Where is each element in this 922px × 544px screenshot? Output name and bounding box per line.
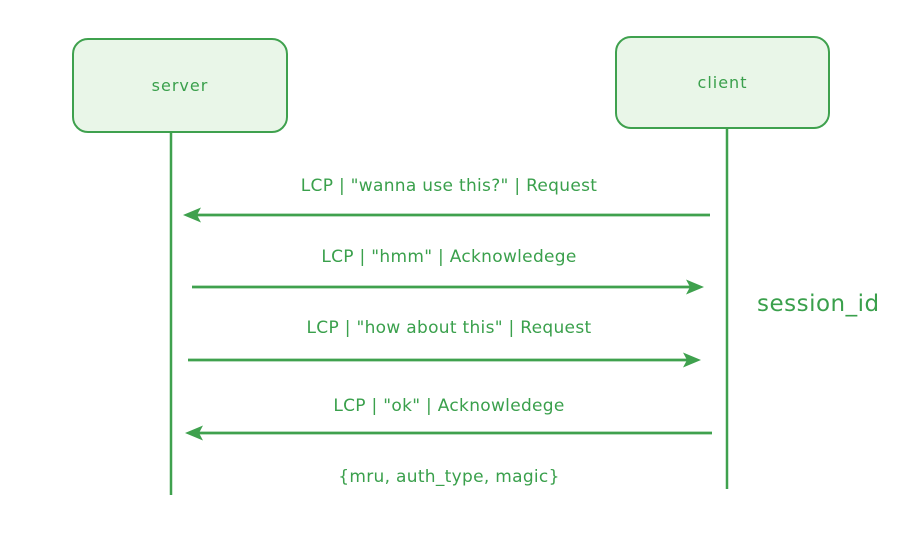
session-id-note: session_id [757,291,880,317]
arrowhead-right-icon [683,352,701,368]
message-arrow-1 [183,207,710,223]
message-label-4: LCP | "ok" | Acknowledege [333,396,565,416]
actor-label-server: server [151,76,209,95]
actor-label-client: client [697,73,748,92]
message-label-3: LCP | "how about this" | Request [306,318,592,338]
message-label-2: LCP | "hmm" | Acknowledege [321,247,577,267]
message-arrow-3 [188,352,701,368]
arrowhead-left-icon [185,425,203,441]
arrowhead-right-icon [686,279,704,295]
message-arrow-4 [185,425,712,441]
footer-note: {mru, auth_type, magic} [338,467,560,487]
actor-box-server: server [72,38,288,133]
message-label-1: LCP | "wanna use this?" | Request [300,176,598,196]
arrowhead-left-icon [183,207,201,223]
message-arrow-2 [192,279,704,295]
actor-box-client: client [615,36,830,129]
